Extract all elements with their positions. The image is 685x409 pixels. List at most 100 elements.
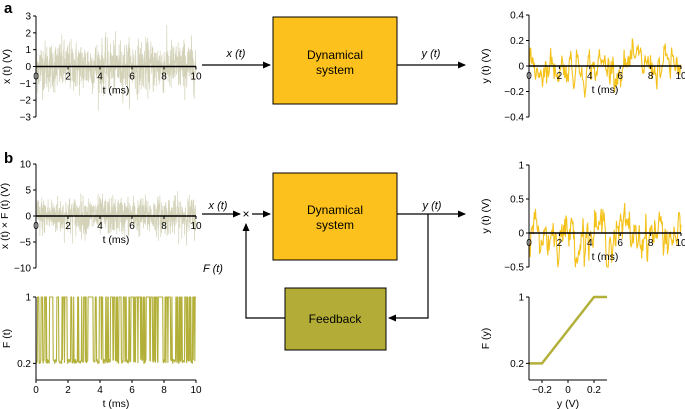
x-tick-label: 6 — [129, 385, 135, 396]
y-axis-label: y (t) (V) — [480, 199, 492, 234]
panel-letter-a: a — [4, 0, 13, 17]
y-tick-label: −3 — [20, 113, 32, 124]
x-tick-label: 4 — [587, 71, 593, 82]
x-tick-label: 8 — [648, 71, 654, 82]
x-tick-label: 2 — [557, 71, 563, 82]
series-trace — [528, 38, 682, 98]
x-tick-label: 4 — [97, 221, 103, 232]
diagram-a: x (t) Dynamical system y (t) — [202, 16, 466, 105]
x-tick-label: 6 — [129, 72, 135, 83]
x-tick-label: 0 — [526, 71, 532, 82]
input-label-a: x (t) — [226, 48, 246, 60]
x-tick-label: 0 — [33, 385, 39, 396]
x-tick-label: −0.2 — [532, 385, 552, 396]
x-tick-label: 8 — [161, 72, 167, 83]
y-tick-label: −0.4 — [504, 113, 524, 124]
dynamical-system-box-b — [272, 172, 398, 261]
y-axis-label: x (t) × F (t) (V) — [0, 183, 11, 249]
system-label-line1-a: Dynamical — [307, 48, 363, 62]
x-axis-label: t (ms) — [592, 84, 619, 96]
x-tick-label: 6 — [617, 71, 623, 82]
feedback-label: Feedback — [309, 312, 363, 326]
x-tick-label: 10 — [190, 221, 202, 232]
feedback-signal-label: F (t) — [203, 263, 223, 275]
system-label-line2-a: system — [316, 63, 354, 77]
x-tick-label: 10 — [190, 385, 202, 396]
y-tick-label: 1 — [25, 45, 31, 56]
y-tick-label: 5 — [25, 186, 31, 197]
x-tick-label: 0 — [565, 385, 571, 396]
dynamical-system-box-a — [272, 16, 398, 105]
x-tick-label: 0 — [33, 221, 39, 232]
y-tick-label: 0 — [25, 62, 31, 73]
y-axis-label: F (y) — [480, 328, 492, 350]
x-tick-label: 4 — [97, 72, 103, 83]
y-tick-label: 1 — [518, 293, 524, 304]
system-label-line2-b: system — [316, 218, 354, 232]
x-axis-label: y (V) — [557, 398, 579, 409]
series-trace — [35, 24, 197, 111]
series-trace — [35, 296, 197, 364]
y-axis-label: F (t) — [1, 329, 13, 348]
y-tick-label: −5 — [20, 238, 32, 249]
y-tick-label: 0 — [518, 229, 524, 240]
x-tick-label: 10 — [675, 71, 685, 82]
x-tick-label: 10 — [190, 72, 202, 83]
x-axis-label: t (ms) — [103, 85, 130, 97]
y-tick-label: −10 — [14, 264, 31, 275]
y-tick-label: 1 — [25, 293, 31, 304]
y-tick-label: 1 — [518, 161, 524, 172]
y-tick-label: 2 — [25, 28, 31, 39]
x-tick-label: 8 — [161, 385, 167, 396]
feedback-box — [284, 287, 387, 351]
output-label-a: y (t) — [421, 48, 441, 60]
panel-letter-b: b — [4, 150, 13, 167]
x-tick-label: 8 — [161, 221, 167, 232]
x-tick-label: 2 — [65, 72, 71, 83]
x-tick-label: 8 — [648, 238, 654, 249]
x-tick-label: 2 — [65, 221, 71, 232]
x-tick-label: 10 — [675, 238, 685, 249]
y-tick-label: −2 — [20, 96, 32, 107]
system-label-line1-b: Dynamical — [307, 203, 363, 217]
y-axis-label: y (t) (V) — [480, 49, 492, 84]
x-axis-label: t (ms) — [103, 234, 130, 246]
x-tick-label: 6 — [129, 221, 135, 232]
y-tick-label: 3 — [25, 12, 31, 23]
y-tick-label: 0.5 — [510, 195, 524, 206]
series-trace — [529, 295, 607, 365]
y-tick-label: −0.5 — [504, 263, 524, 274]
series-trace — [35, 191, 197, 246]
y-tick-label: −1 — [20, 79, 32, 90]
y-tick-label: 0.4 — [510, 11, 524, 22]
y-tick-label: 0.2 — [510, 359, 524, 370]
series-trace — [528, 202, 682, 268]
y-tick-label: 0 — [518, 62, 524, 73]
y-tick-label: 0.2 — [510, 36, 524, 47]
feedback-path-out — [242, 223, 285, 319]
output-label-b: y (t) — [422, 200, 442, 212]
x-tick-label: 2 — [557, 238, 563, 249]
y-tick-label: 10 — [20, 160, 32, 171]
x-tick-label: 4 — [97, 385, 103, 396]
multiply-symbol: × — [242, 207, 249, 221]
y-axis-label: x (t) (V) — [1, 49, 13, 84]
x-tick-label: 4 — [587, 238, 593, 249]
feedback-path-in — [388, 214, 429, 322]
x-tick-label: 2 — [65, 385, 71, 396]
x-axis-label: t (ms) — [103, 398, 130, 409]
x-tick-label: 0 — [526, 238, 532, 249]
y-tick-label: −0.2 — [504, 87, 524, 98]
y-tick-label: 0 — [25, 212, 31, 223]
input-label-b: x (t) — [208, 200, 228, 212]
diagram-b: x (t) × Dynamical system y (t) Feedback … — [202, 172, 466, 351]
x-tick-label: 6 — [617, 238, 623, 249]
x-axis-label: t (ms) — [592, 251, 619, 263]
